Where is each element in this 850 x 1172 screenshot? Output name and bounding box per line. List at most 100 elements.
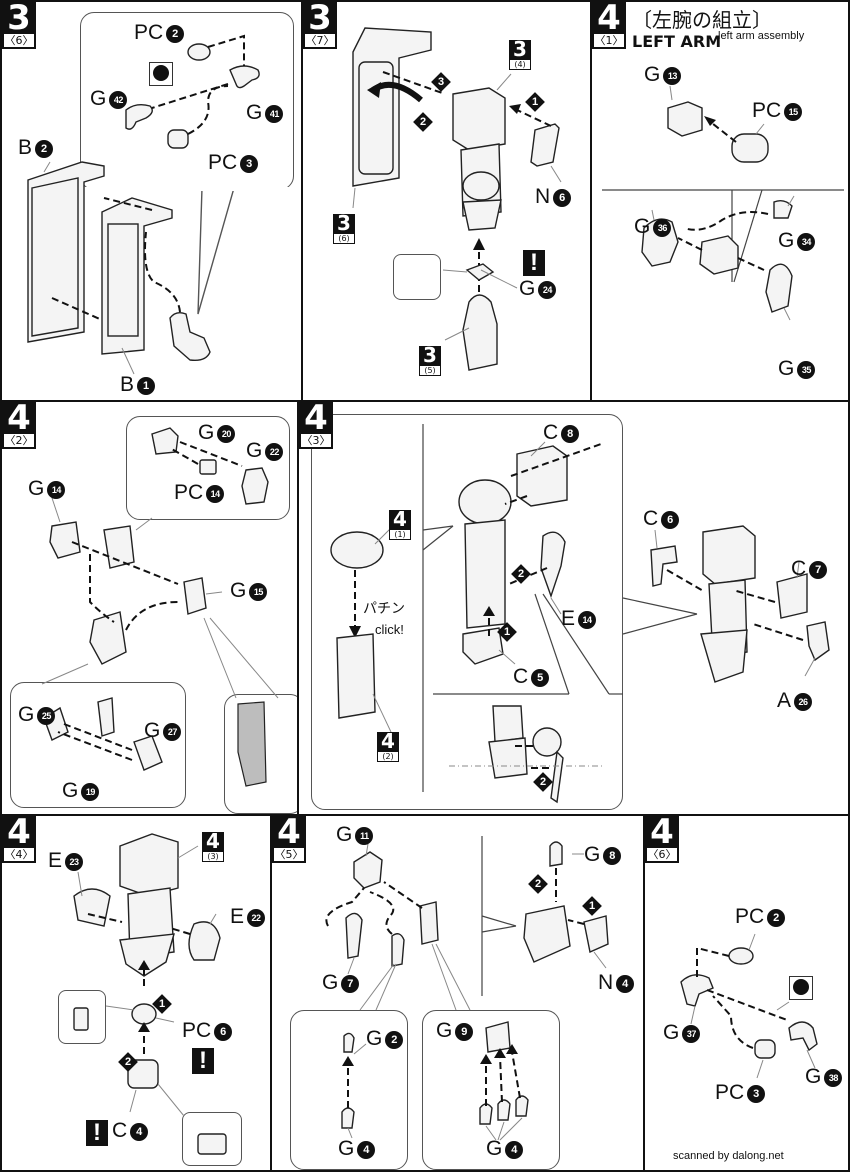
part-joint <box>169 311 211 362</box>
part-g38 <box>788 1021 818 1052</box>
part-g8 <box>549 841 563 867</box>
step-badge: 4 〈3〉 <box>299 402 333 449</box>
order-marker-2: 2 <box>511 564 531 584</box>
ref-step-3-6: 3(6) <box>333 213 355 244</box>
part-pc2 <box>728 947 754 965</box>
black-paint-marker-icon <box>789 976 813 1000</box>
part-hand <box>462 294 498 371</box>
part-shield-frame <box>352 27 432 187</box>
ref-step-3-4: 3(4) <box>509 39 531 70</box>
caution-icon-c4: ! <box>86 1120 108 1146</box>
section-title-note: left arm assembly <box>718 30 805 42</box>
part-g37 <box>680 974 714 1007</box>
detail-callout-right <box>224 694 297 814</box>
part-b1 <box>101 197 173 355</box>
black-paint-marker-icon <box>149 62 173 86</box>
part-joint-block <box>699 235 739 275</box>
c4-orientation-inset <box>182 1112 242 1166</box>
click-sound-en: click! <box>375 622 404 637</box>
part-g7 <box>345 912 363 959</box>
pc6-orientation-inset <box>58 990 106 1044</box>
part-forearm <box>89 611 127 665</box>
part-e23 <box>73 888 111 927</box>
part-fingers <box>419 901 439 945</box>
part-n6 <box>530 123 560 167</box>
part-g14 <box>49 521 81 559</box>
step-badge: 4 〈5〉 <box>272 816 306 863</box>
step-4-3-panel: 4 〈3〉 <box>297 400 850 816</box>
part-a26 <box>806 621 830 662</box>
part-shoulder-block <box>452 87 506 151</box>
ref-step-4-2: 4(2) <box>377 731 399 762</box>
part-arm-body <box>708 579 748 659</box>
step-badge: 3 〈6〉 <box>2 2 36 49</box>
step-4-1-panel: 4 〈1〉 〔左腕の組立〕 LEFT ARM left arm assembly… <box>590 0 850 402</box>
part-shoulder-block <box>702 525 756 585</box>
part-g15 <box>183 577 207 615</box>
part-g11 <box>353 851 383 889</box>
part-c6 <box>650 545 678 587</box>
caution-icon-pc6: ! <box>192 1048 214 1074</box>
step-4-5-panel: 4 〈5〉 <box>270 814 645 1172</box>
order-marker-2: 2 <box>528 874 548 894</box>
part-g35 <box>765 263 793 313</box>
part-hand-assembly <box>523 905 571 963</box>
section-title-jp: 〔左腕の組立〕 <box>632 8 772 32</box>
part-pc15 <box>731 133 769 163</box>
scan-credit: scanned by dalong.net <box>673 1150 784 1162</box>
step-badge: 3 〈7〉 <box>303 2 337 49</box>
part-4-3-subassembly <box>119 833 179 897</box>
part-g13 <box>667 101 703 137</box>
step-badge: 4 〈1〉 <box>592 2 626 49</box>
order-marker-1: 1 <box>582 896 602 916</box>
order-marker-1: 1 <box>152 994 172 1014</box>
order-marker-3: 3 <box>431 72 451 92</box>
part-c7 <box>776 573 808 619</box>
step-4-6-illustration <box>680 933 818 1079</box>
part-g34 <box>773 199 793 219</box>
part-n4 <box>583 915 609 953</box>
caution-icon: ! <box>523 250 545 276</box>
part-thumb <box>391 933 405 967</box>
click-sound-jp: パチン <box>363 601 405 617</box>
part-e22 <box>188 921 221 961</box>
